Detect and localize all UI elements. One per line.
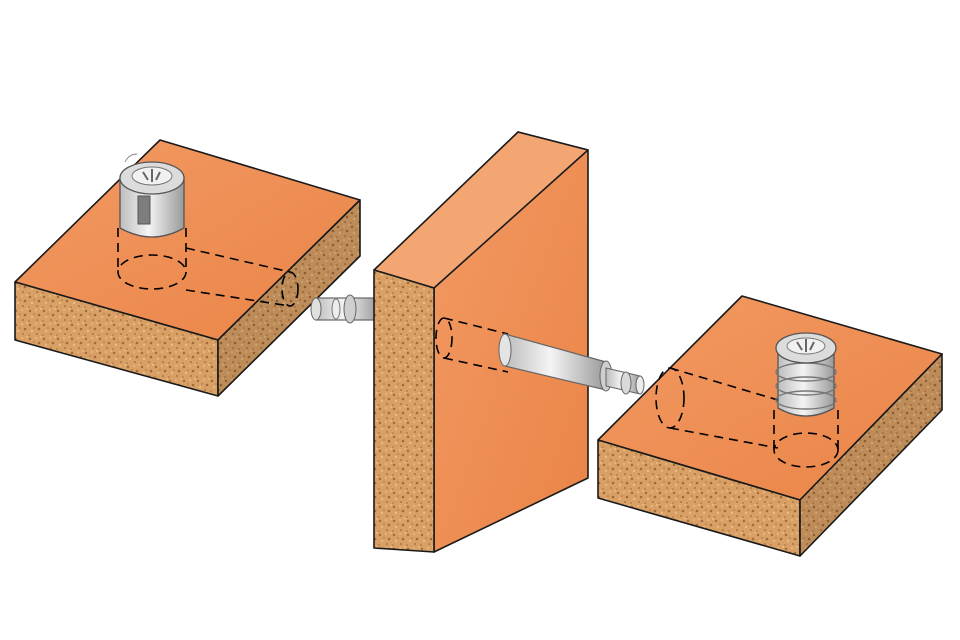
- right-panel: [597, 295, 943, 557]
- left-panel-side-edge: [217, 199, 361, 397]
- center-hidden-bore: [435, 317, 509, 373]
- left-hidden-bore: [117, 228, 299, 307]
- cam-lock-fitting-left: [119, 153, 185, 238]
- right-hidden-bore: [655, 367, 839, 468]
- center-panel-front-edge: [373, 269, 435, 553]
- connecting-bolt-right: [498, 333, 645, 395]
- center-panel: [373, 131, 589, 553]
- cam-lock-fitting-right: [775, 332, 837, 417]
- connecting-dowel-left: [310, 294, 379, 324]
- left-panel: [14, 139, 361, 397]
- right-panel-side-edge: [799, 353, 943, 557]
